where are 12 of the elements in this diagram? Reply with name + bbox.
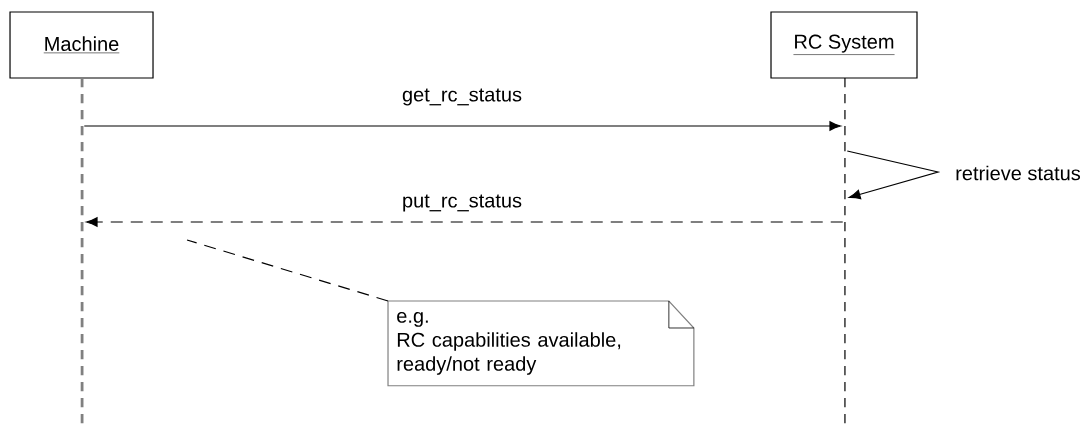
edge-label: retrieve status (953, 164, 1083, 182)
lifeline (80, 78, 84, 424)
message-arrow (83, 121, 841, 131)
lifeline-head-box: Machine (9, 11, 154, 79)
self-message-arrow (846, 150, 941, 200)
edge-label: put_rc_status (400, 193, 524, 213)
edge-label: get_rc_status (400, 87, 524, 107)
note: e.g. RC capabilities available, ready/not ready (387, 300, 695, 387)
message-arrow (86, 217, 844, 227)
lifeline-head-box: RC System (770, 11, 918, 79)
lifeline (844, 77, 846, 424)
leader-line (186, 239, 389, 302)
